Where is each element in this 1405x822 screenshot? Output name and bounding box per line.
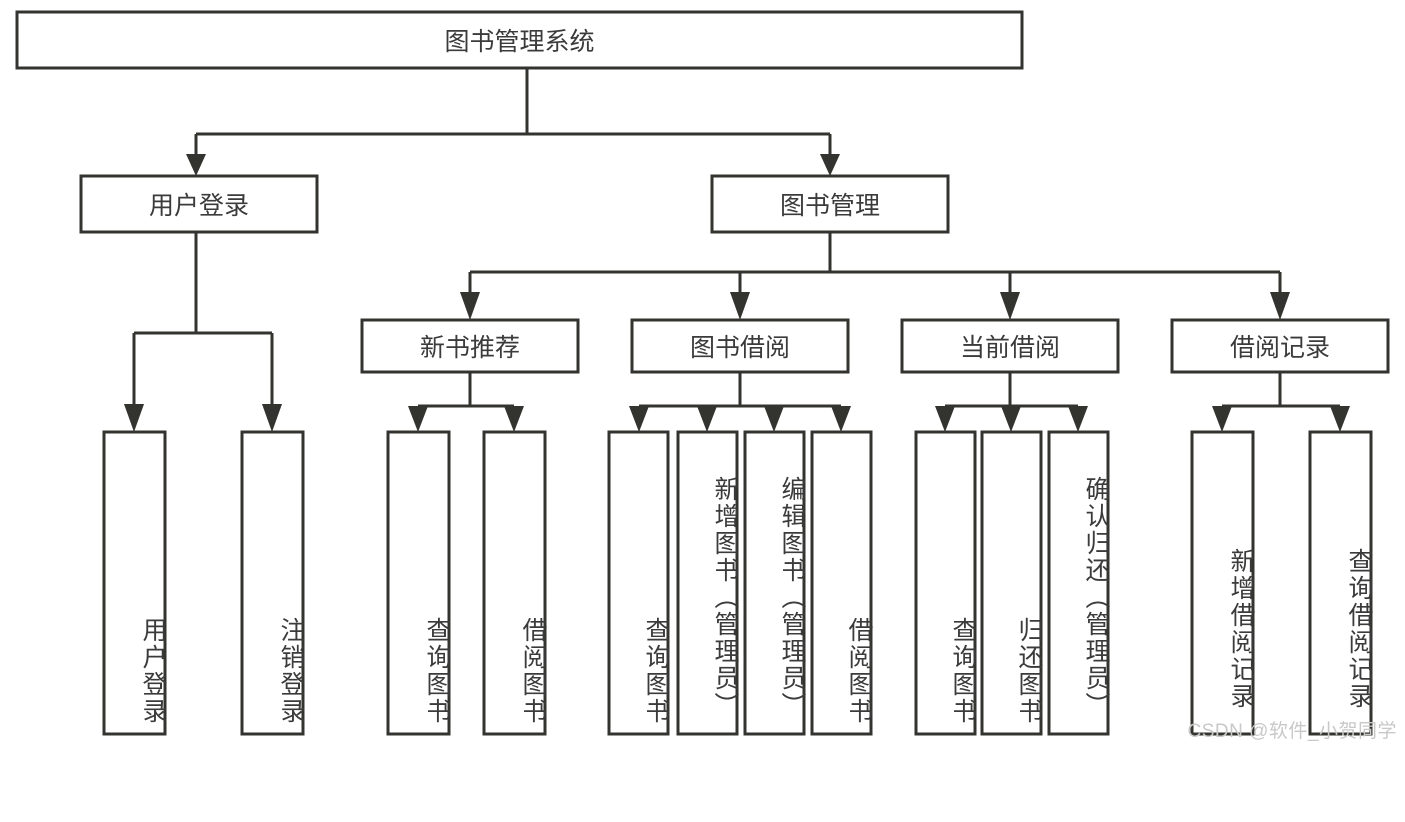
arrowhead-bookmgmt — [820, 154, 840, 176]
node-box-root[interactable] — [15, 10, 1024, 70]
leaf-box-current-borrow-1[interactable] — [980, 430, 1043, 736]
arrowhead-leaf-br1 — [1212, 406, 1232, 432]
arrowhead-leaf-nb1 — [408, 406, 428, 432]
connector-group-root — [186, 68, 840, 176]
arrowhead-leaf-logout — [262, 404, 282, 432]
node-box-borrow-record[interactable] — [1170, 318, 1390, 374]
arrowhead-newbook — [460, 292, 480, 320]
arrowhead-borrowrecord — [1270, 292, 1290, 320]
connector-group-newbook — [408, 372, 524, 432]
leaf-box-current-borrow-0[interactable] — [914, 430, 977, 736]
node-box-book-management[interactable] — [710, 174, 950, 234]
arrowhead-bookborrow — [730, 292, 750, 320]
arrowhead-leaf-cb2 — [1001, 406, 1021, 432]
leaf-box-current-borrow-2[interactable] — [1047, 430, 1110, 736]
arrowhead-leaf-br2 — [1330, 406, 1350, 432]
leaf-box-borrow-record-0[interactable] — [1190, 430, 1255, 736]
connector-group-bookmgmt — [460, 232, 1290, 320]
connector-group-currentborrow — [935, 372, 1088, 432]
leaf-box-user-login-0[interactable] — [102, 430, 167, 736]
arrowhead-leaf-bb4 — [831, 406, 851, 432]
arrowhead-currentborrow — [1000, 292, 1020, 320]
leaf-box-user-login-1[interactable] — [240, 430, 305, 736]
connector-group-userlogin — [124, 232, 282, 432]
node-box-new-book-recommend[interactable] — [360, 318, 580, 374]
arrowhead-leaf-user-login — [124, 404, 144, 432]
arrowhead-leaf-nb2 — [504, 406, 524, 432]
leaf-box-book-borrow-3[interactable] — [810, 430, 873, 736]
leaf-box-new-book-0[interactable] — [386, 430, 451, 736]
arrowhead-leaf-bb2 — [697, 406, 717, 432]
node-box-current-borrow[interactable] — [900, 318, 1120, 374]
leaf-box-book-borrow-2[interactable] — [743, 430, 806, 736]
leaf-box-new-book-1[interactable] — [482, 430, 547, 736]
arrowhead-leaf-cb1 — [935, 406, 955, 432]
connector-group-bookborrow — [629, 372, 851, 432]
arrowhead-userlogin — [186, 154, 206, 176]
node-box-user-login[interactable] — [79, 174, 319, 234]
arrowhead-leaf-bb3 — [764, 406, 784, 432]
node-box-book-borrow[interactable] — [630, 318, 850, 374]
leaf-box-book-borrow-0[interactable] — [607, 430, 670, 736]
arrowhead-leaf-cb3 — [1068, 406, 1088, 432]
leaf-box-borrow-record-1[interactable] — [1308, 430, 1373, 736]
arrowhead-leaf-bb1 — [629, 406, 649, 432]
connector-group-borrowrecord — [1212, 372, 1350, 432]
leaf-box-book-borrow-1[interactable] — [676, 430, 739, 736]
tree-svg-canvas — [15, 10, 1390, 736]
flowchart-diagram: 图书管理系统 用户登录 图书管理 新书推荐 图书借阅 当前借阅 借阅记录 用户登… — [15, 10, 1396, 742]
